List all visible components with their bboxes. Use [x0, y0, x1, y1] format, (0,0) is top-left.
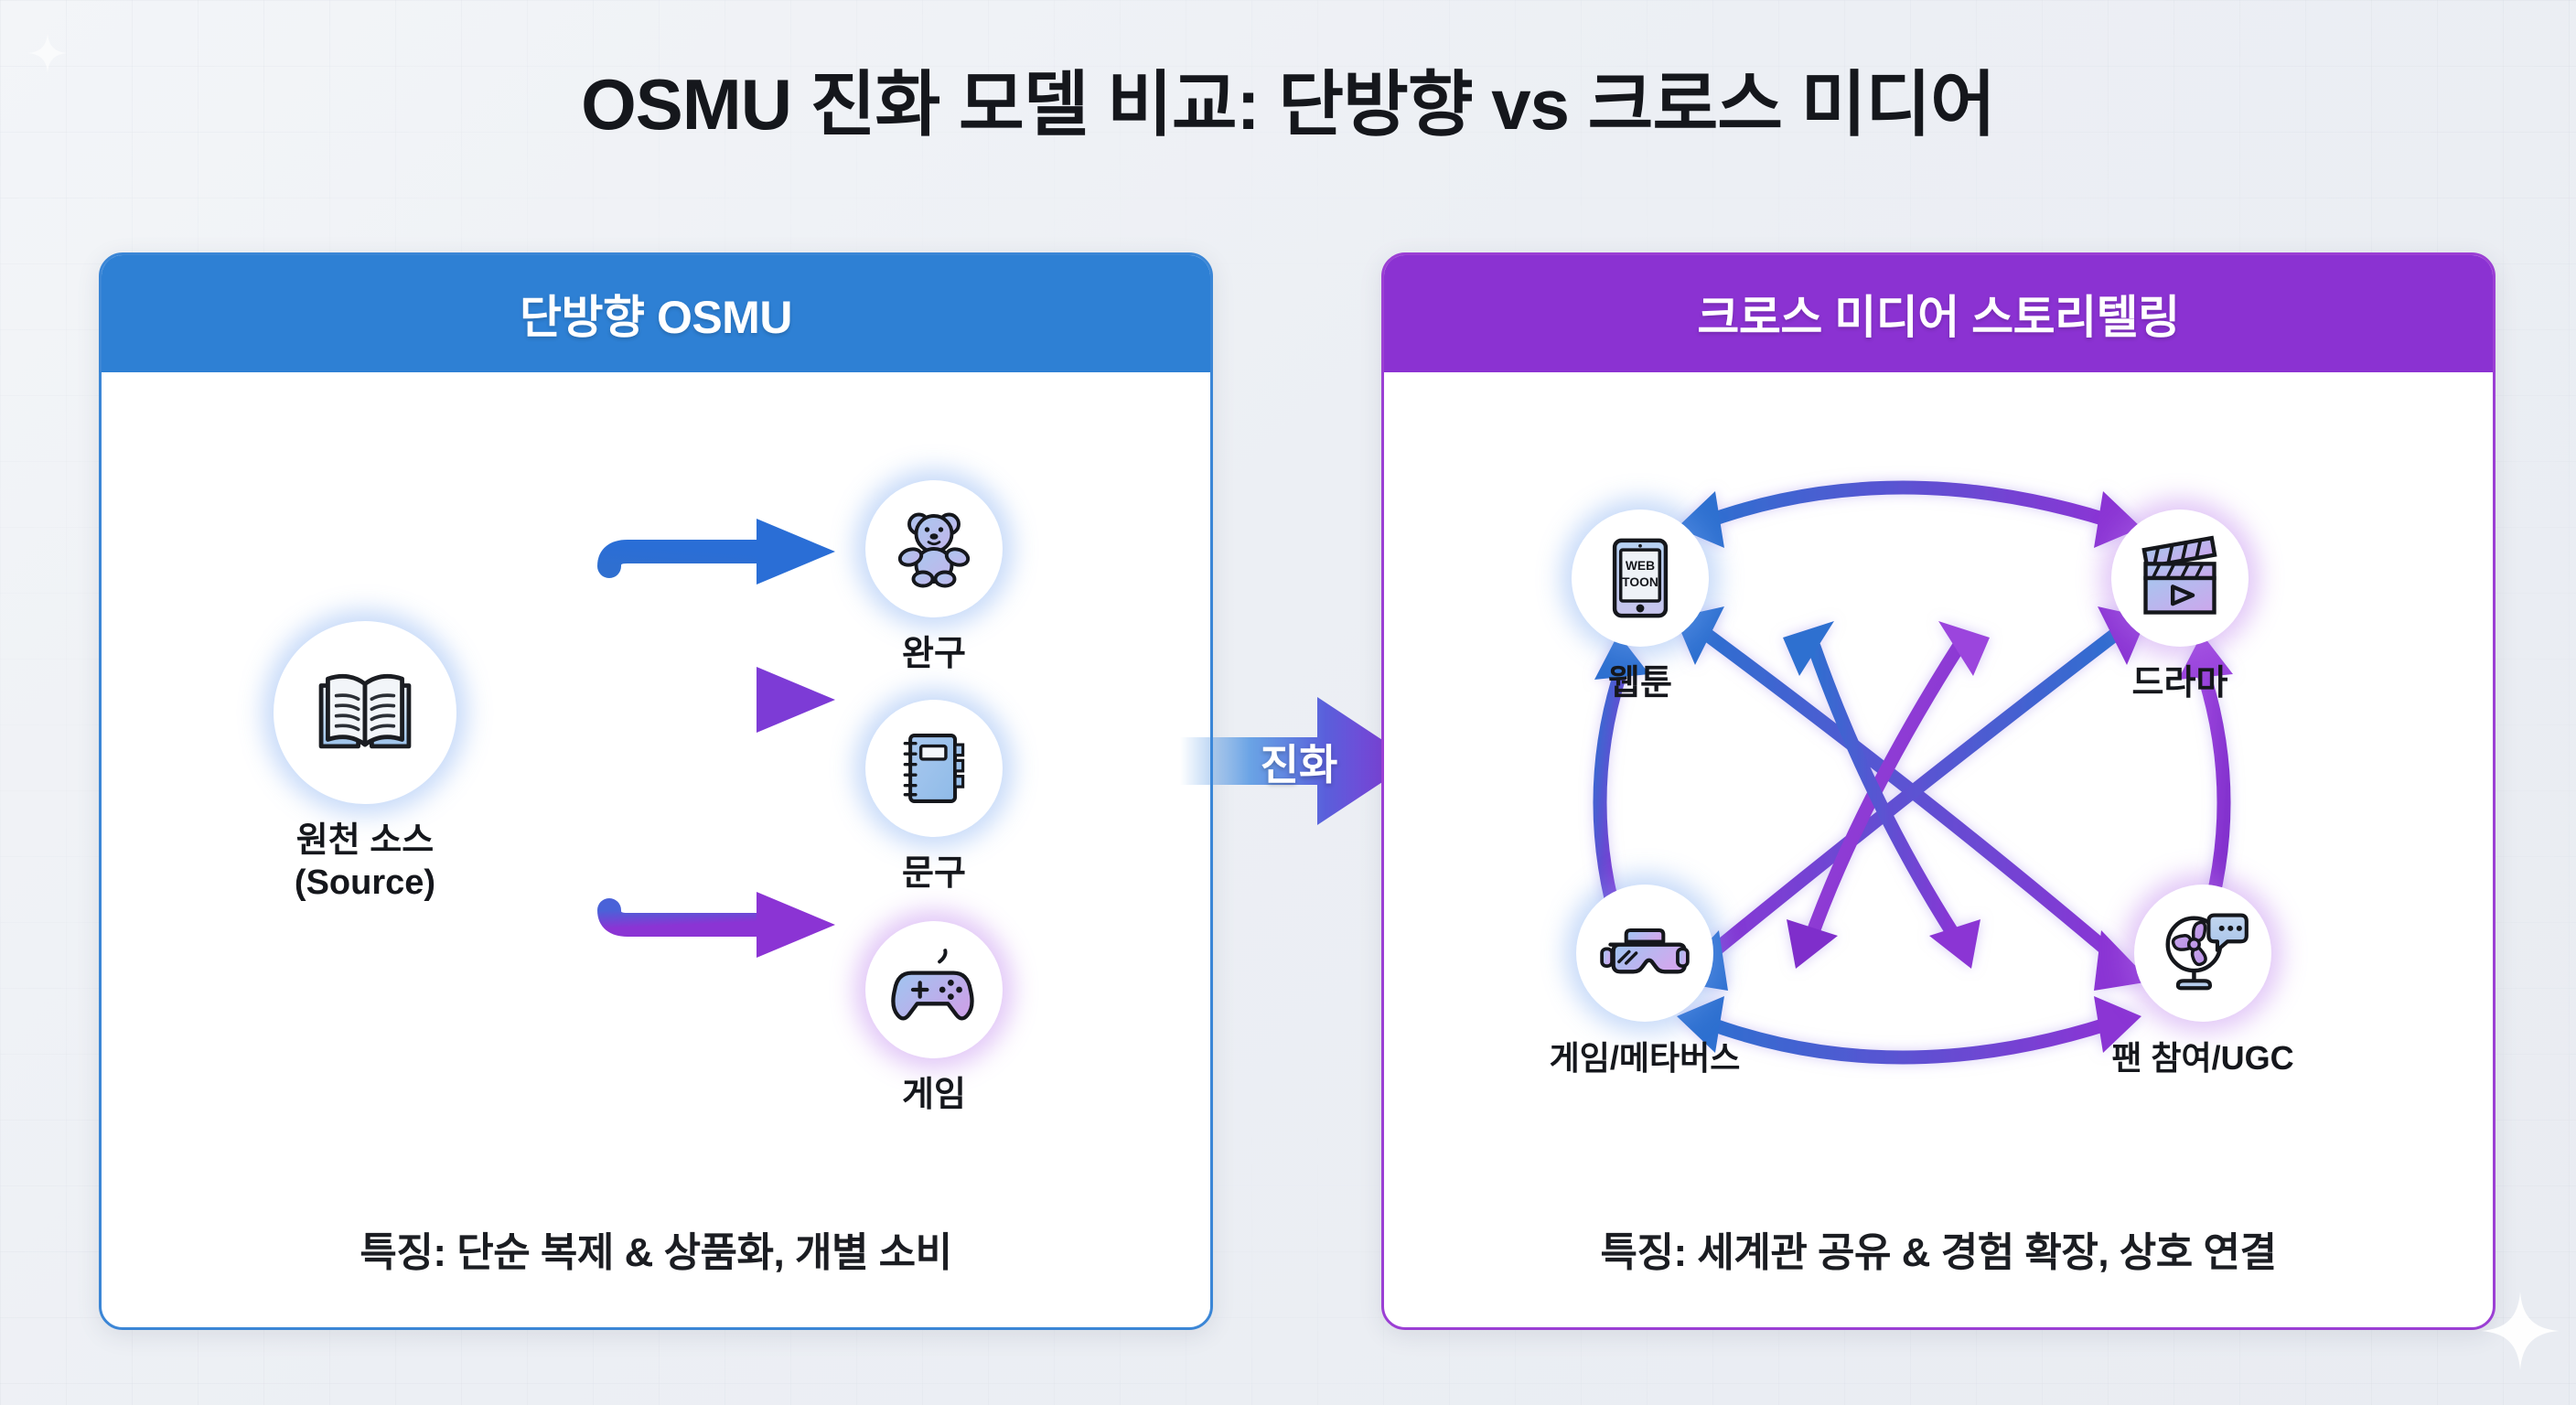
node-source-label: 원천 소스 (Source) — [228, 820, 502, 904]
node-game-metaverse-circle — [1576, 885, 1713, 1022]
node-source[interactable]: 원천 소스 (Source) — [228, 621, 502, 904]
node-source-label-line2: (Source) — [294, 863, 436, 902]
node-webtoon-label: 웹툰 — [1608, 664, 1672, 702]
svg-text:WEB: WEB — [1626, 559, 1655, 573]
teddy-bear-icon — [897, 512, 971, 588]
open-book-icon — [318, 673, 412, 749]
node-fan-ugc-label: 팬 참여/UGC — [2111, 1039, 2294, 1077]
panel-cross-media-header: 크로스 미디어 스토리텔링 — [1384, 255, 2493, 372]
notebook-icon — [903, 734, 965, 803]
node-stationery-circle — [865, 700, 1003, 837]
panel-cross-media: 크로스 미디어 스토리텔링 — [1381, 252, 2496, 1330]
svg-text:TOON: TOON — [1622, 575, 1658, 589]
node-toy[interactable]: 완구 — [833, 480, 1035, 676]
vr-headset-icon — [1600, 928, 1690, 974]
panel-one-way-body: 원천 소스 (Source) — [102, 372, 1210, 1324]
panel-one-way-osmu: 단방향 OSMU — [99, 252, 1213, 1330]
node-stationery[interactable]: 문구 — [833, 700, 1035, 896]
clapperboard-play-icon — [2141, 535, 2217, 615]
panel-cross-media-footer: 특징: 세계관 공유 & 경험 확장, 상호 연결 — [1600, 1230, 2277, 1275]
panel-one-way-footer: 특징: 단순 복제 & 상품화, 개별 소비 — [360, 1230, 952, 1275]
evolution-arrow — [1180, 697, 1414, 825]
tablet-webtoon-icon: WEB TOON — [1612, 538, 1669, 618]
node-drama-circle — [2111, 509, 2249, 647]
node-source-label-line1: 원천 소스 — [295, 821, 435, 860]
node-toy-label: 완구 — [902, 635, 966, 673]
node-game-metaverse[interactable]: 게임/메타버스 — [1494, 885, 1796, 1078]
node-drama[interactable]: 드라마 — [2061, 509, 2299, 705]
node-game-metaverse-label: 게임/메타버스 — [1549, 1039, 1741, 1077]
fan-speech-bubble-icon — [2165, 913, 2249, 991]
node-source-circle — [274, 621, 456, 804]
node-toy-circle — [865, 480, 1003, 617]
node-game[interactable]: 게임 — [833, 921, 1035, 1117]
panel-cross-media-body: WEB TOON 웹툰 — [1384, 372, 2493, 1324]
node-stationery-label: 문구 — [902, 854, 966, 893]
node-drama-label: 드라마 — [2131, 664, 2228, 702]
node-game-circle — [865, 921, 1003, 1058]
page-title: OSMU 진화 모델 비교: 단방향 vs 크로스 미디어 — [581, 64, 1996, 145]
node-fan-ugc[interactable]: 팬 참여/UGC — [2052, 885, 2354, 1078]
node-game-label: 게임 — [902, 1076, 966, 1114]
node-webtoon[interactable]: WEB TOON 웹툰 — [1521, 509, 1759, 705]
node-webtoon-circle: WEB TOON — [1572, 509, 1709, 647]
panel-one-way-header: 단방향 OSMU — [102, 255, 1210, 372]
node-fan-ugc-circle — [2134, 885, 2271, 1022]
gamepad-icon — [891, 949, 974, 1021]
